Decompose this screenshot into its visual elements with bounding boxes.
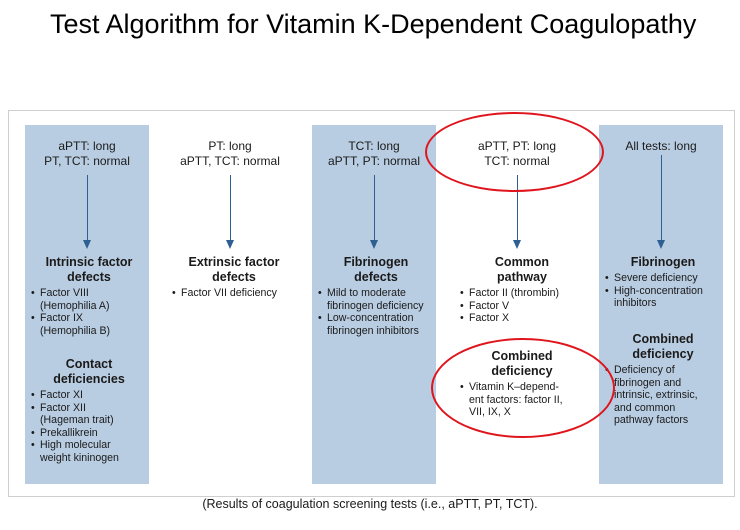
header-highlight-ellipse: [425, 112, 604, 192]
defect-group: Extrinsic factordefectsFactor VII defici…: [172, 255, 296, 300]
item-text: intrinsic, extrinsic,: [614, 389, 698, 401]
heading-line: Fibrinogen: [630, 255, 696, 269]
heading-line: Intrinsic factor: [45, 255, 133, 269]
item-text: Severe deficiency: [614, 272, 698, 284]
item-text: Factor V: [469, 299, 510, 312]
header-line: PT: long: [208, 139, 252, 153]
down-arrow: [370, 175, 378, 249]
heading-line: Combined: [632, 332, 694, 346]
item-text: Factor VII deficiency: [181, 287, 277, 299]
heading-line: defects: [354, 270, 398, 284]
defect-group: FibrinogendefectsMild to moderatefibrino…: [318, 255, 434, 337]
list-item: Severe deficiency: [605, 272, 721, 285]
slide-title: Test Algorithm for Vitamin K-Dependent C…: [50, 9, 697, 39]
heading-line: Common: [494, 255, 550, 269]
item-text: Factor IX: [40, 312, 83, 324]
item-list: Factor VII deficiency: [172, 287, 296, 300]
down-arrow: [657, 155, 665, 249]
list-item: Prekallikrein: [31, 427, 147, 440]
item-list: Factor VIII(Hemophilia A)Factor IX(Hemop…: [31, 287, 147, 337]
item-text: High molecular: [40, 439, 111, 451]
item-list: Severe deficiencyHigh-concentrationinhib…: [605, 272, 721, 310]
down-arrow: [226, 175, 234, 249]
item-text: Factor XI: [40, 389, 83, 401]
item-list: Factor XIFactor XII(Hageman trait)Prekal…: [31, 389, 147, 464]
item-text: Low-concentration: [327, 312, 414, 324]
header-line: PT, TCT: normal: [44, 154, 130, 168]
defect-group: ContactdeficienciesFactor XIFactor XII(H…: [31, 357, 147, 464]
heading-line: Contact: [65, 357, 113, 371]
heading-line: defects: [212, 270, 256, 284]
down-arrow: [83, 175, 91, 249]
item-text: High-concentration: [614, 284, 703, 297]
header-line: aPTT, PT: normal: [327, 154, 421, 168]
heading-line: Extrinsic factor: [188, 255, 280, 269]
list-item: Factor VII deficiency: [172, 287, 296, 300]
defect-group: Intrinsic factordefectsFactor VIII(Hemop…: [31, 255, 147, 337]
down-arrow: [513, 175, 521, 249]
item-text: fibrinogen deficiency: [327, 299, 424, 312]
list-item: Factor XII(Hageman trait): [31, 402, 147, 427]
item-text: Deficiency of: [614, 364, 675, 376]
item-text: fibrinogen inhibitors: [327, 324, 419, 337]
item-list: Factor II (thrombin)Factor VFactor X: [460, 287, 584, 325]
defect-group: FibrinogenSevere deficiencyHigh-concentr…: [605, 255, 721, 310]
item-text: Mild to moderate: [327, 287, 406, 299]
list-item: Factor IX(Hemophilia B): [31, 312, 147, 337]
list-item: Factor II (thrombin): [460, 287, 584, 300]
heading-line: pathway: [496, 270, 547, 284]
header-line: aPTT: long: [58, 139, 116, 153]
group-heading: Fibrinogen: [605, 255, 721, 270]
list-item: Factor XI: [31, 389, 147, 402]
item-text: Factor X: [469, 312, 510, 324]
defect-group: CommonpathwayFactor II (thrombin)Factor …: [460, 255, 584, 325]
list-item: Factor VIII(Hemophilia A): [31, 287, 147, 312]
heading-line: deficiencies: [53, 372, 125, 386]
item-text: and common: [614, 401, 676, 414]
result-column: All tests: longFibrinogenSevere deficien…: [599, 125, 723, 484]
item-text: (Hemophilia B): [40, 324, 111, 337]
test-result-header: All tests: long: [599, 139, 723, 154]
list-item: Factor V: [460, 300, 584, 313]
item-text: (Hageman trait): [40, 414, 114, 426]
defect-group: CombineddeficiencyDeficiency offibrinoge…: [605, 332, 721, 427]
heading-line: Fibrinogen: [343, 255, 409, 269]
header-line: TCT: long: [348, 139, 400, 153]
header-line: All tests: long: [625, 139, 697, 153]
item-text: Factor II (thrombin): [469, 287, 560, 299]
item-text: Prekallikrein: [40, 426, 98, 439]
item-text: inhibitors: [614, 297, 657, 309]
item-text: fibrinogen and: [614, 376, 682, 389]
footnote: (Results of coagulation screening tests …: [202, 497, 538, 511]
item-text: weight kininogen: [40, 451, 119, 464]
combined-deficiency-highlight-ellipse: [431, 338, 615, 438]
item-text: (Hemophilia A): [40, 299, 110, 312]
item-text: pathway factors: [614, 414, 689, 426]
heading-line: defects: [67, 270, 111, 284]
item-text: Factor XII: [40, 401, 86, 414]
item-text: Factor VIII: [40, 287, 89, 299]
header-line: aPTT, TCT: normal: [180, 154, 280, 168]
heading-line: deficiency: [632, 347, 694, 361]
list-item: Factor X: [460, 312, 584, 325]
